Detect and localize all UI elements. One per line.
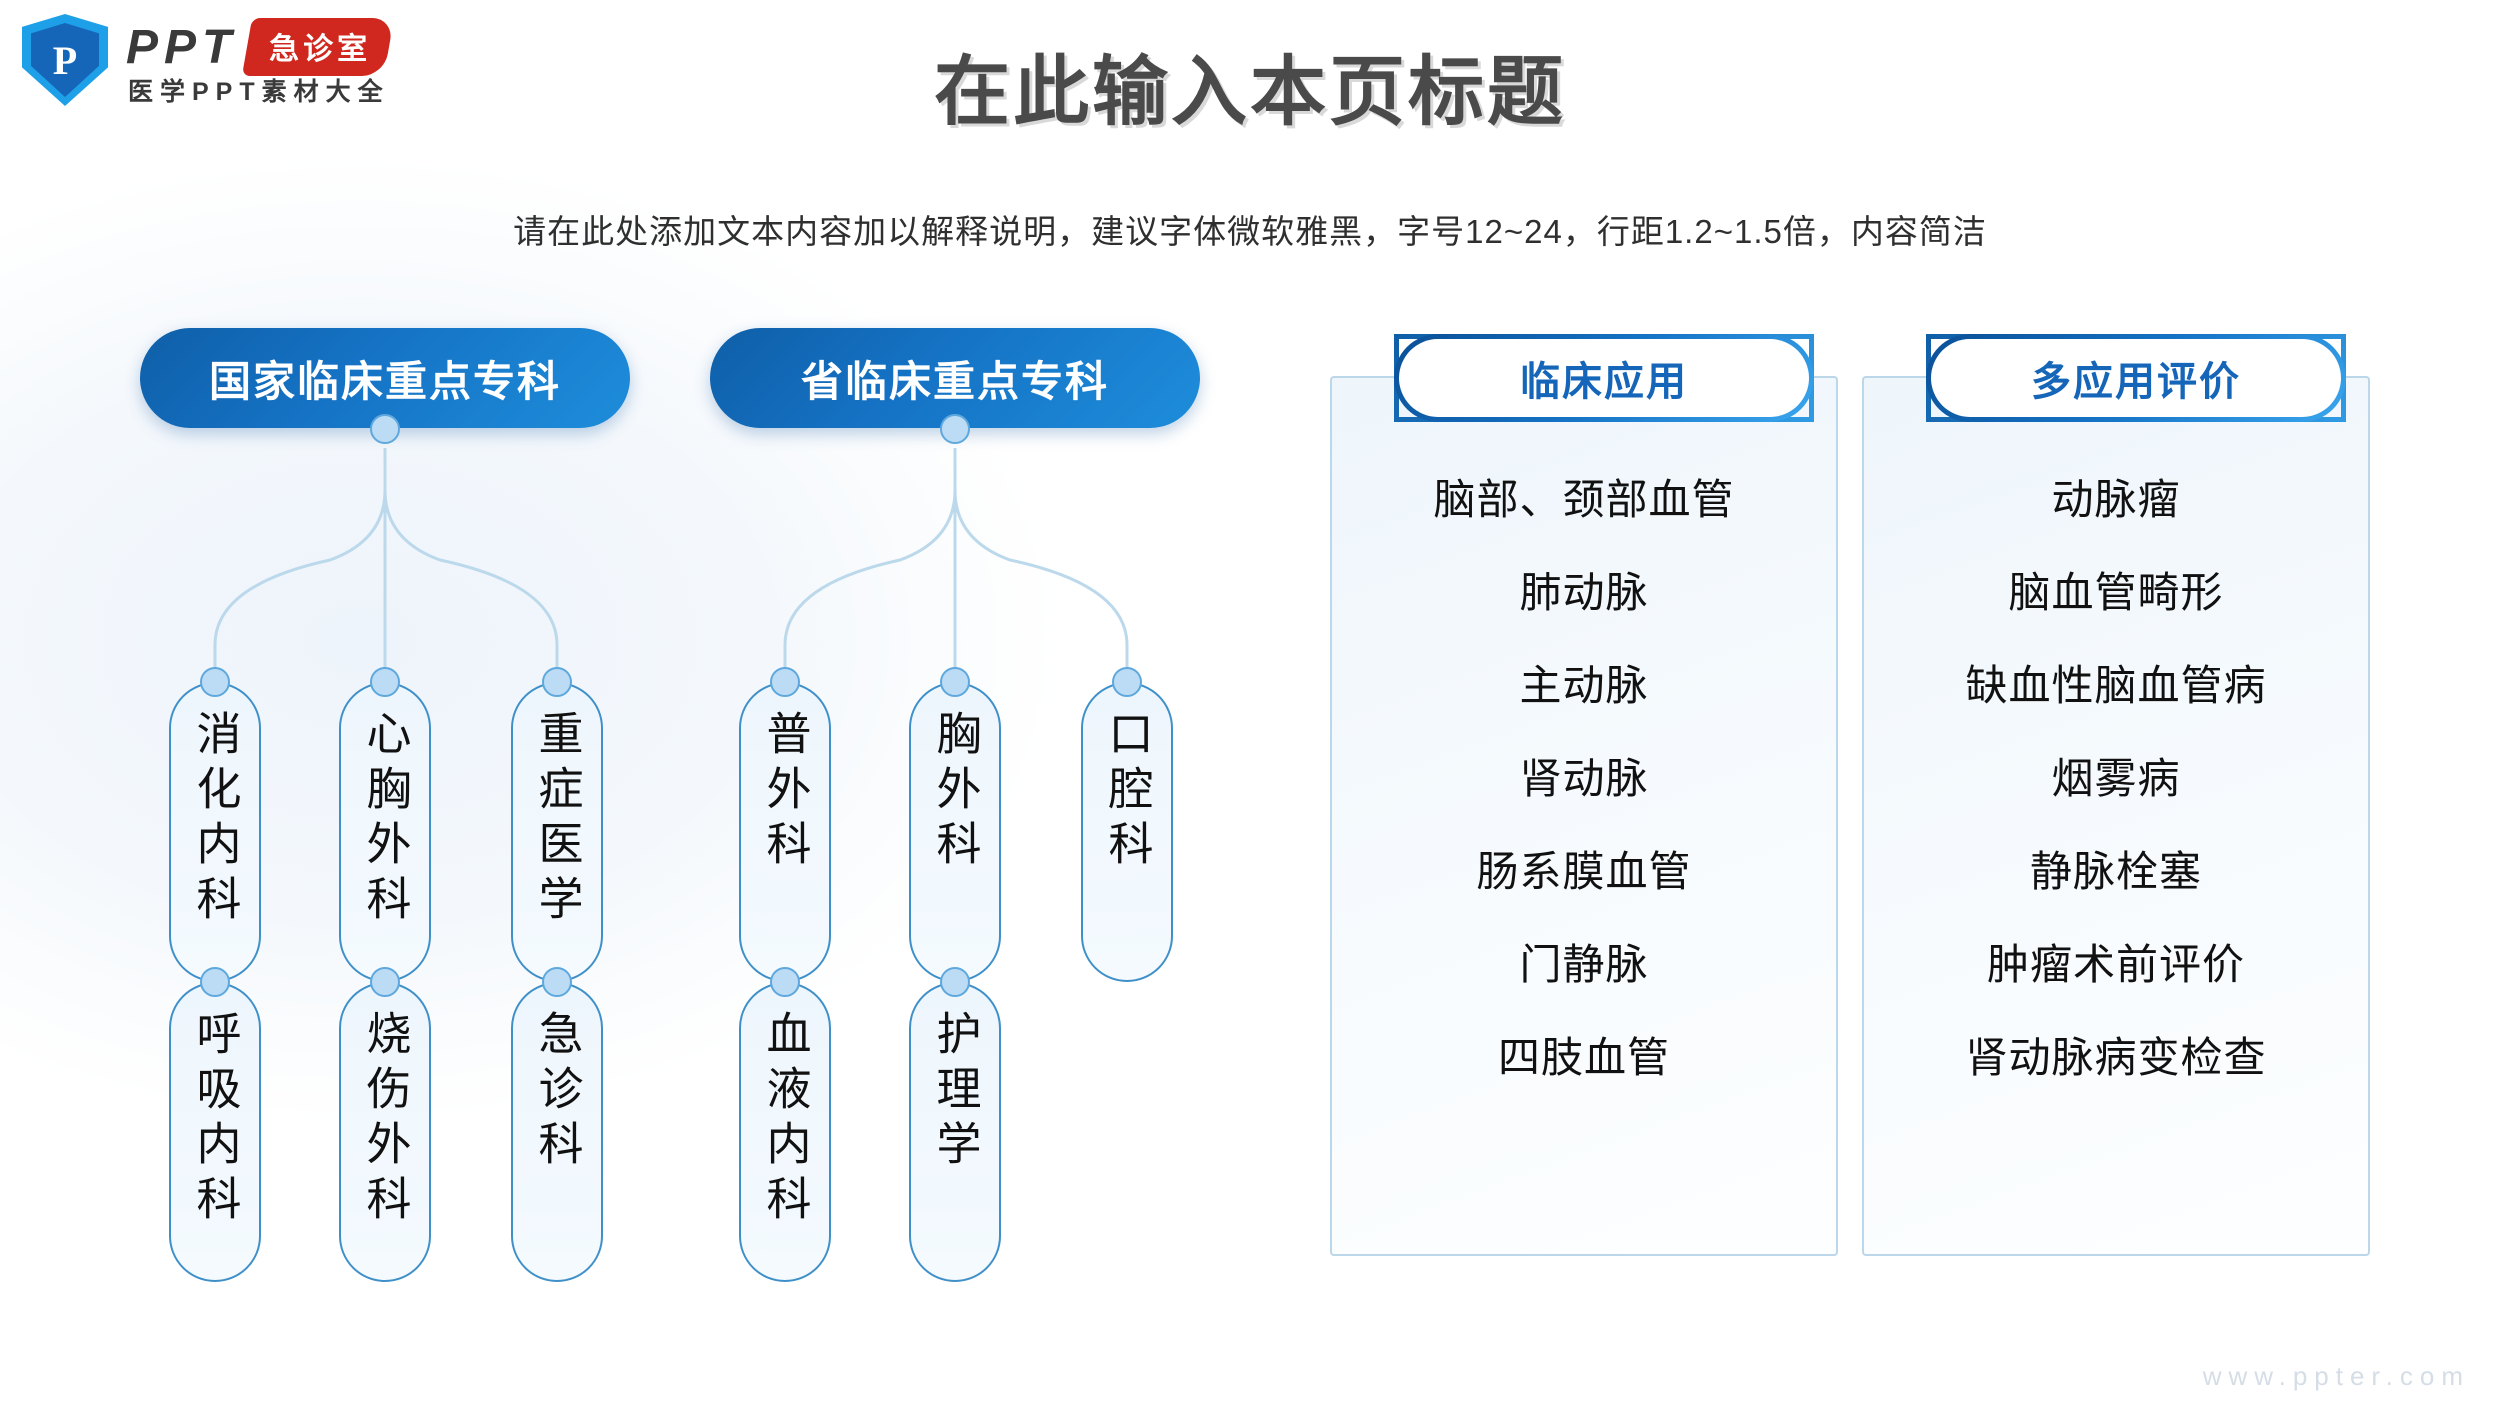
leaf-label: 普外科 xyxy=(759,710,811,875)
panel-list-multi-application-evaluation: 动脉瘤 脑血管畸形 缺血性脑血管病 烟雾病 静脉栓塞 肿瘤术前评价 肾动脉病变检… xyxy=(1862,466,2370,1117)
leaf-pill[interactable]: 普外科 xyxy=(739,682,831,982)
panel-list-clinical-application: 脑部、颈部血管 肺动脉 主动脉 肾动脉 肠系膜血管 门静脉 四肢血管 xyxy=(1330,466,1838,1117)
panel-title: 临床应用 xyxy=(1520,360,1688,404)
connector-node-col2-top xyxy=(940,667,970,697)
panel-header-clinical-application[interactable]: 临床应用 xyxy=(1394,334,1814,422)
leaf-pill[interactable]: 胸外科 xyxy=(909,682,1001,982)
footer-watermark: www.ppter.com xyxy=(2202,1361,2470,1391)
connector-node-col2-mid xyxy=(940,967,970,997)
list-item: 缺血性脑血管病 xyxy=(1965,662,2267,709)
leaf-pill[interactable]: 呼吸内科 xyxy=(169,982,261,1282)
connector-node-col1-mid xyxy=(200,967,230,997)
leaf-label: 口腔科 xyxy=(1101,710,1153,875)
logo-subtitle: 医学PPT素材大全 xyxy=(128,78,390,106)
logo-wordmark-row: PPT 急诊室 xyxy=(126,18,395,76)
leaf-label: 急诊科 xyxy=(531,1010,583,1175)
page-subtitle: 请在此处添加文本内容加以解释说明，建议字体微软雅黑，字号12~24，行距1.2~… xyxy=(513,213,1987,250)
panel-clinical-application xyxy=(1330,376,1838,1256)
connector-node-col1-top xyxy=(200,667,230,697)
list-item: 肠系膜血管 xyxy=(1476,848,1692,895)
connector-node-col1-top xyxy=(770,667,800,697)
leaf-label: 重症医学 xyxy=(531,710,583,930)
list-item: 肾动脉 xyxy=(1519,755,1649,802)
connector-node-col1-mid xyxy=(770,967,800,997)
leaf-pill[interactable]: 消化内科 xyxy=(169,682,261,982)
leaf-label: 呼吸内科 xyxy=(189,1010,241,1230)
connector-node-col3-top xyxy=(1112,667,1142,697)
list-item: 脑血管畸形 xyxy=(2008,569,2224,616)
shield-icon: P xyxy=(22,14,108,106)
leaf-pill[interactable]: 急诊科 xyxy=(511,982,603,1282)
leaf-pill[interactable]: 口腔科 xyxy=(1081,682,1173,982)
leaf-label: 护理学 xyxy=(929,1010,981,1175)
connector-node-root xyxy=(370,414,400,444)
leaf-pill[interactable]: 心胸外科 xyxy=(339,682,431,982)
list-item: 动脉瘤 xyxy=(2051,476,2181,523)
leaf-label: 血液内科 xyxy=(759,1010,811,1230)
panel-multi-application-evaluation xyxy=(1862,376,2370,1256)
list-item: 静脉栓塞 xyxy=(2029,848,2202,895)
brand-logo: P PPT 急诊室 医学PPT素材大全 xyxy=(22,10,442,108)
list-item: 主动脉 xyxy=(1519,662,1649,709)
tree-group-title: 省临床重点专科 xyxy=(800,357,1109,405)
leaf-pill[interactable]: 血液内科 xyxy=(739,982,831,1282)
tree-group-title: 国家临床重点专科 xyxy=(208,357,561,405)
tree-group-header-national[interactable]: 国家临床重点专科 xyxy=(140,328,630,428)
list-item: 肾动脉病变检查 xyxy=(1965,1034,2267,1081)
leaf-label: 消化内科 xyxy=(189,710,241,930)
tree-group-header-provincial[interactable]: 省临床重点专科 xyxy=(710,328,1200,428)
list-item: 烟雾病 xyxy=(2051,755,2181,802)
leaf-label: 烧伤外科 xyxy=(359,1010,411,1230)
leaf-pill[interactable]: 烧伤外科 xyxy=(339,982,431,1282)
list-item: 四肢血管 xyxy=(1497,1034,1670,1081)
connector-node-col2-mid xyxy=(370,967,400,997)
list-item: 脑部、颈部血管 xyxy=(1433,476,1735,523)
leaf-pill[interactable]: 护理学 xyxy=(909,982,1001,1282)
leaf-label: 胸外科 xyxy=(929,710,981,875)
leaf-pill[interactable]: 重症医学 xyxy=(511,682,603,982)
list-item: 门静脉 xyxy=(1519,941,1649,988)
logo-brand-text: PPT xyxy=(126,20,238,74)
panel-header-multi-application-evaluation[interactable]: 多应用评价 xyxy=(1926,334,2346,422)
list-item: 肿瘤术前评价 xyxy=(1986,941,2245,988)
branch-lines-provincial xyxy=(783,448,1129,672)
list-item: 肺动脉 xyxy=(1519,569,1649,616)
panel-title: 多应用评价 xyxy=(2031,360,2241,404)
connector-node-col3-top xyxy=(542,667,572,697)
branch-lines-national xyxy=(213,448,559,672)
page-title: 在此输入本页标题 xyxy=(934,50,1566,135)
connector-node-root xyxy=(940,414,970,444)
connector-node-col2-top xyxy=(370,667,400,697)
leaf-label: 心胸外科 xyxy=(359,710,411,930)
shield-letter: P xyxy=(52,37,78,83)
connector-node-col3-mid xyxy=(542,967,572,997)
